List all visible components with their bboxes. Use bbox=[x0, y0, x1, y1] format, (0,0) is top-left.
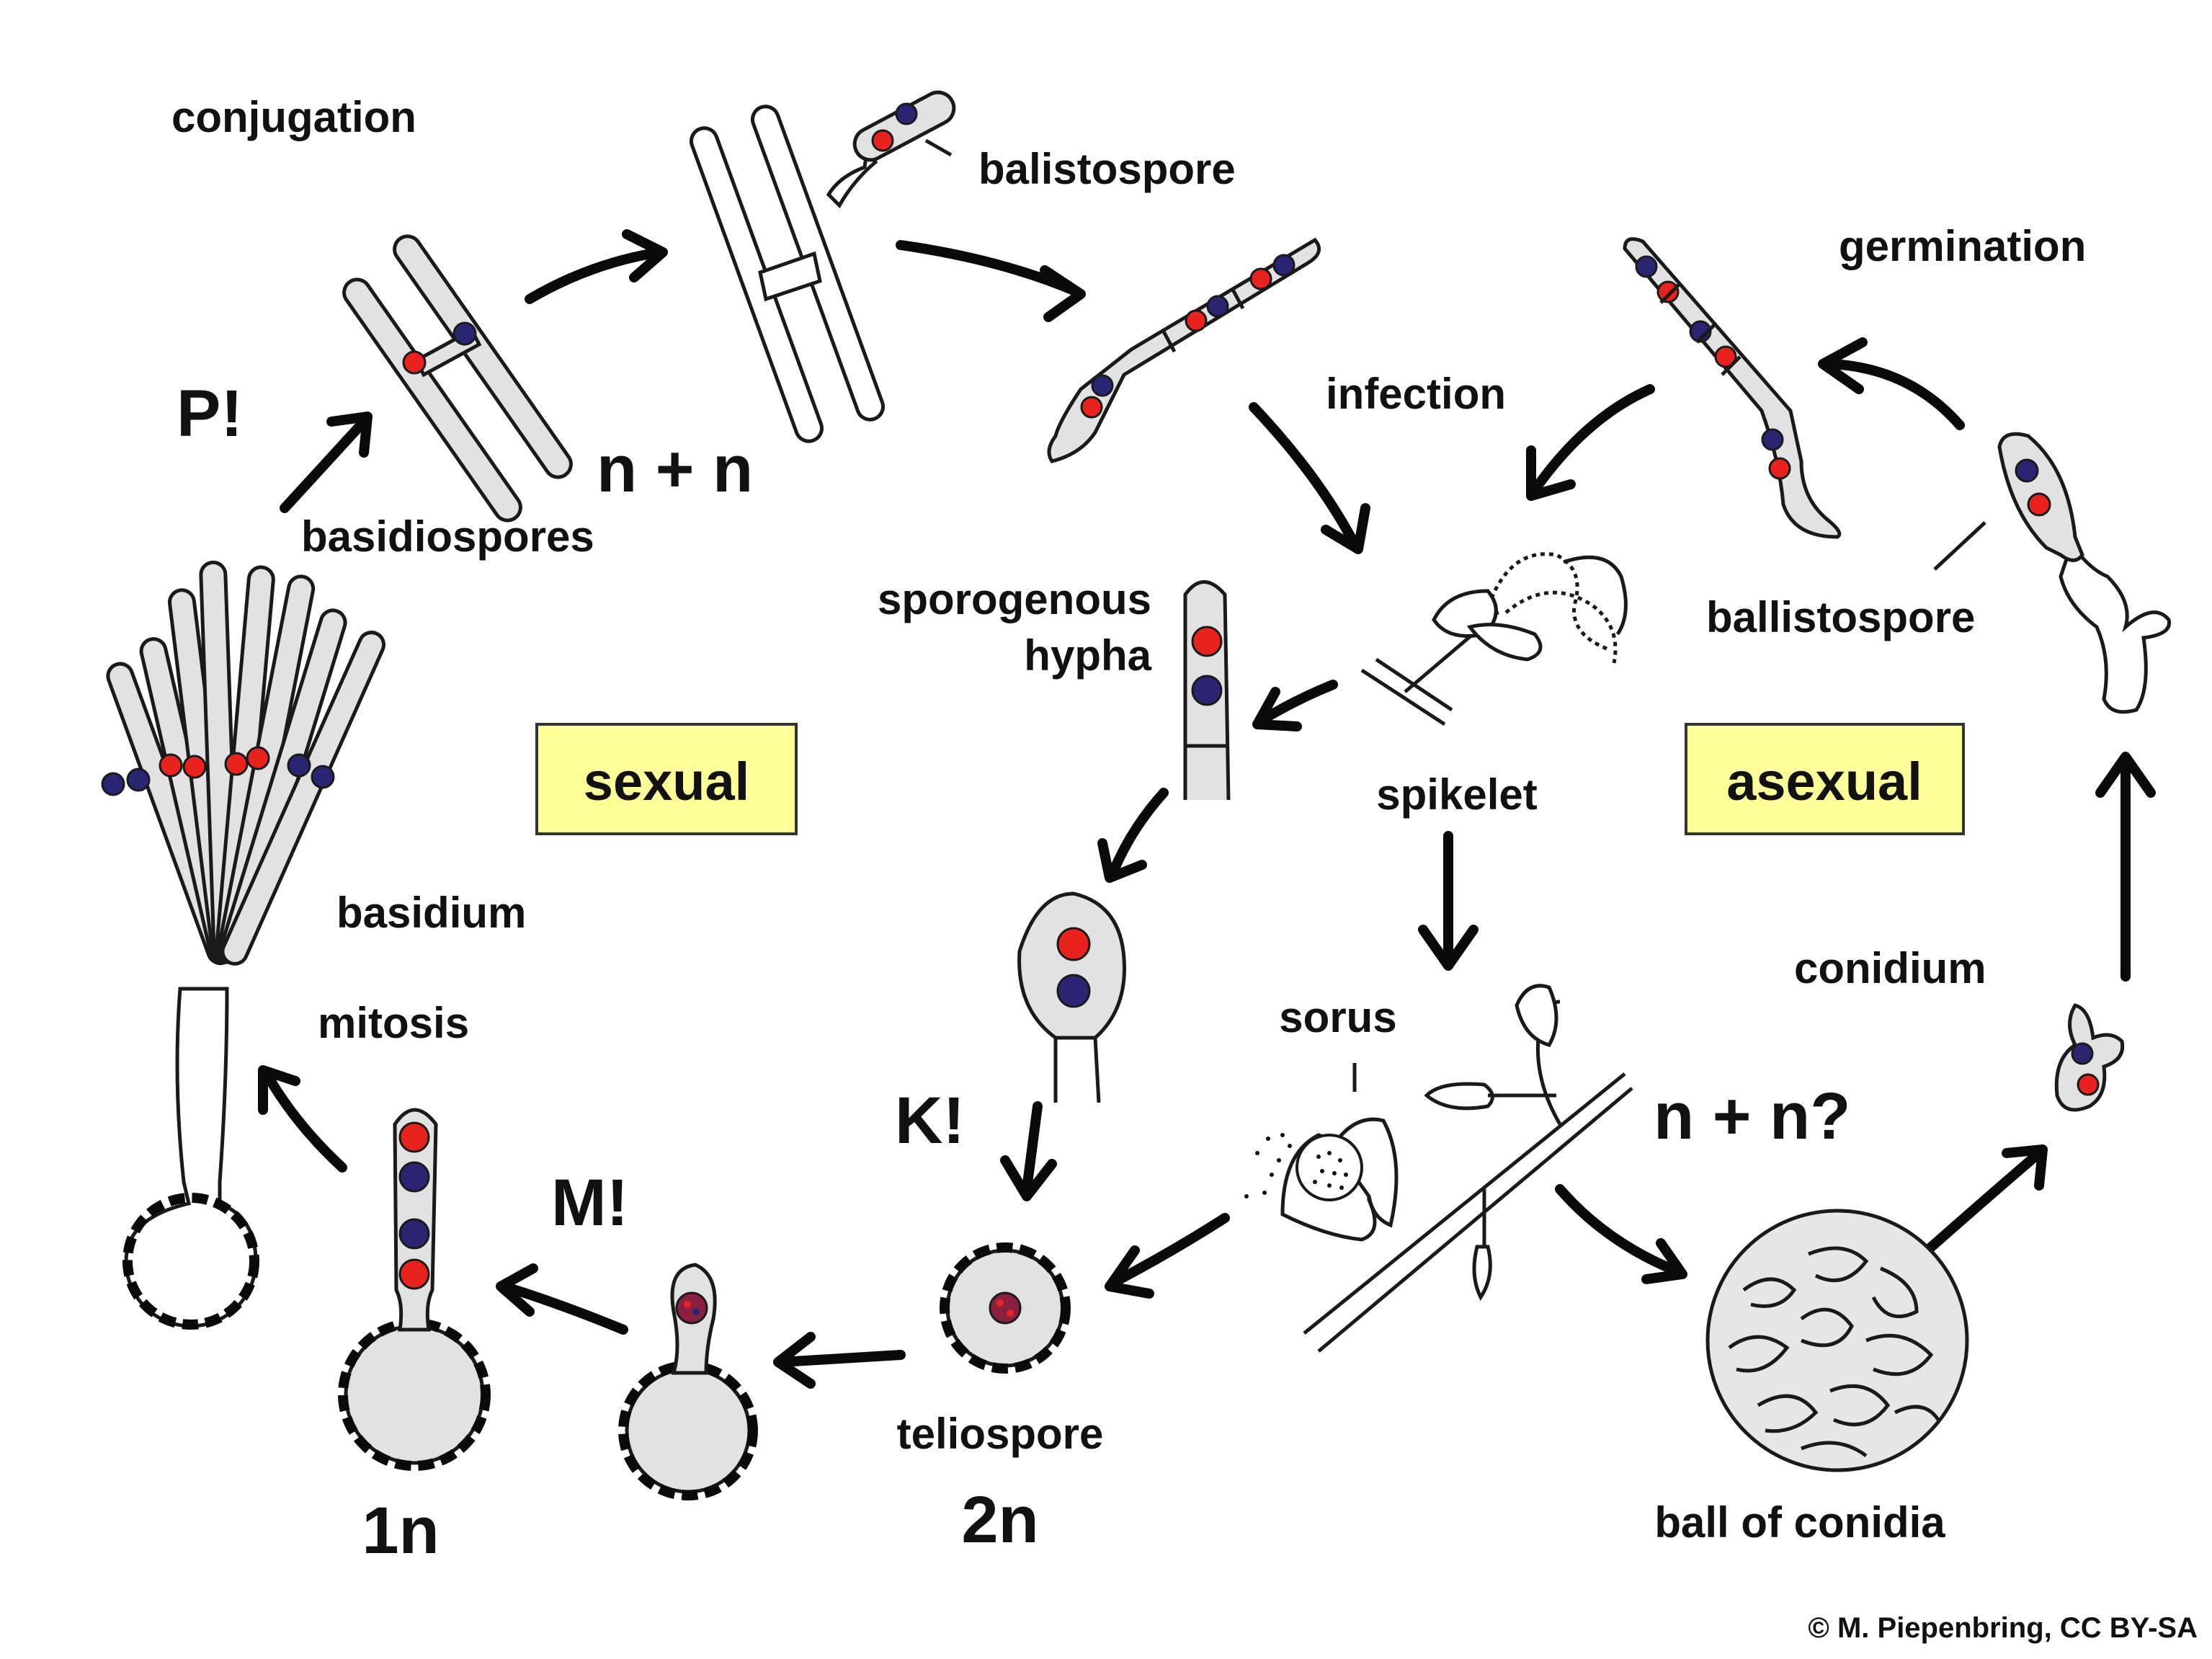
dikaryotic-hypha-drawing bbox=[1047, 237, 1321, 463]
hypha-label: hypha bbox=[1024, 631, 1151, 680]
arrow-conidium-up bbox=[2095, 752, 2156, 982]
arrow-basidium-to-spores bbox=[280, 412, 373, 513]
arrow-karyogamy bbox=[1000, 1101, 1057, 1201]
arrow-asexual-infection bbox=[1526, 384, 1655, 501]
arrow-mitosis bbox=[258, 1065, 347, 1173]
arrow-to-sporogenous bbox=[1252, 680, 1338, 731]
arrow-germination bbox=[1818, 337, 1965, 430]
teliospore-label: teliospore bbox=[897, 1410, 1104, 1458]
sexual-box: sexual bbox=[535, 723, 798, 835]
asexual-box: asexual bbox=[1685, 723, 1965, 835]
k-mark-label: K! bbox=[895, 1084, 965, 1157]
conidium-label: conidium bbox=[1794, 944, 1986, 992]
arrow-conjugation bbox=[525, 229, 668, 304]
sporogenous-label: sporogenous bbox=[878, 575, 1151, 623]
sporogenous-hypha-drawing bbox=[1183, 580, 1231, 801]
basidium-drawing bbox=[101, 560, 386, 1330]
arrow-sporo-down bbox=[1097, 788, 1169, 883]
m-mark-label: M! bbox=[551, 1166, 628, 1240]
cycle-arrows bbox=[258, 229, 2156, 1389]
conidium-drawing bbox=[2054, 1003, 2125, 1112]
fused-basidiospores-drawing bbox=[689, 90, 956, 443]
basidiospores-label: basidiospores bbox=[301, 512, 594, 561]
asexual-label: asexual bbox=[1726, 752, 1922, 811]
germination-label: germination bbox=[1839, 222, 2086, 270]
conjugation-label: conjugation bbox=[171, 93, 416, 141]
infection-label: infection bbox=[1326, 370, 1506, 418]
sexual-label: sexual bbox=[584, 752, 749, 811]
ballistospore-label: ballistospore bbox=[1706, 593, 1975, 641]
arrow-spikelet-down bbox=[1418, 831, 1479, 971]
basidiospores-fan bbox=[101, 560, 386, 966]
two-n-label: 2n bbox=[961, 1483, 1038, 1557]
arrow-infection bbox=[1249, 402, 1370, 554]
arrow-meiosis bbox=[496, 1263, 628, 1335]
germinating-hypha-drawing bbox=[1623, 237, 1842, 539]
arrow-to-conidium bbox=[1922, 1144, 2048, 1255]
diagram-labels: conjugation balistospore germination inf… bbox=[171, 93, 2198, 1644]
ball-of-conidia-drawing bbox=[1705, 1209, 1969, 1472]
promycelium-drawing bbox=[338, 1108, 491, 1471]
credit-label: © M. Piepenbring, CC BY-SA bbox=[1808, 1612, 2198, 1644]
arrow-to-dikaryon bbox=[896, 240, 1086, 322]
spikelet-drawing bbox=[1360, 552, 1628, 726]
infected-plant-drawing bbox=[1244, 984, 1633, 1353]
p-mark-label: P! bbox=[177, 377, 243, 450]
sorus-label: sorus bbox=[1279, 993, 1396, 1041]
arrow-teliospore-germ bbox=[773, 1332, 906, 1389]
teliospore-drawing bbox=[940, 1242, 1071, 1374]
spikelet-label: spikelet bbox=[1376, 770, 1537, 819]
arrow-to-ball bbox=[1555, 1184, 1687, 1284]
balistospore-label: balistospore bbox=[978, 145, 1236, 193]
mitosis-label: mitosis bbox=[318, 999, 469, 1047]
germinating-teliospore-drawing bbox=[618, 1263, 758, 1500]
ballistospore-drawing bbox=[1933, 432, 2172, 714]
n-plus-n-question-label: n + n? bbox=[1654, 1080, 1850, 1153]
basidium-label: basidium bbox=[336, 889, 526, 937]
n-plus-n-label: n + n bbox=[597, 432, 753, 506]
conjugation-drawing bbox=[342, 234, 573, 522]
ball-of-conidia-label: ball of conidia bbox=[1654, 1498, 1945, 1547]
one-n-label: 1n bbox=[362, 1494, 439, 1567]
arrow-sorus-to-teliospore bbox=[1105, 1213, 1230, 1299]
young-teliospore-drawing bbox=[1017, 891, 1126, 1103]
